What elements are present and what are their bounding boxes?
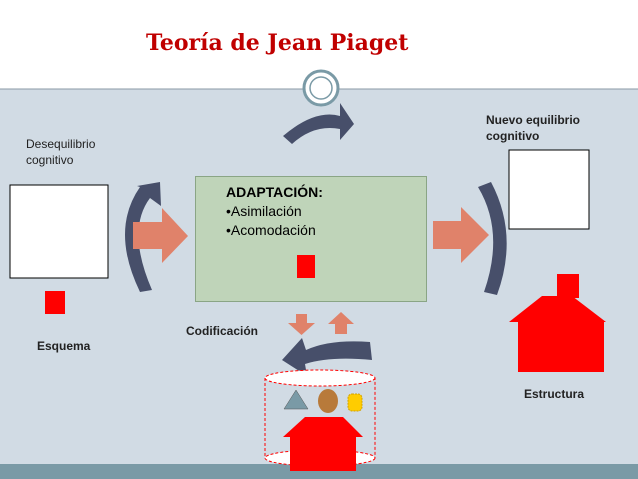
right-curved-arrow <box>478 182 507 295</box>
triangle-shape <box>283 389 309 410</box>
adaptacion-item-acomodacion: •Acomodación <box>226 222 316 238</box>
desequilibrio-box <box>9 184 109 279</box>
slide-title: Teoría de Jean Piaget <box>146 30 409 56</box>
bottom-curved-arrow <box>282 338 372 376</box>
desequilibrio-label: Desequilibrio cognitivo <box>26 136 95 168</box>
cylinder-house-roof <box>283 417 363 437</box>
nuevo-equilibrio-line-2: cognitivo <box>486 129 540 143</box>
codificacion-label: Codificación <box>186 324 259 338</box>
house-roof <box>509 296 606 322</box>
adaptacion-red-square <box>297 255 315 278</box>
nuevo-equilibrio-box <box>508 149 590 230</box>
cylinder-top <box>264 369 376 387</box>
right-orange-arrow <box>433 207 489 263</box>
up-small-arrow <box>328 312 354 334</box>
estructura-label: Estructura <box>524 387 585 401</box>
top-curved-arrow <box>283 103 354 144</box>
adaptacion-box: ADAPTACIÓN: •Asimilación •Acomodación <box>195 176 427 302</box>
cylinder-house-body <box>290 437 356 471</box>
house-chimney <box>557 274 579 298</box>
esquema-square <box>45 291 65 314</box>
left-orange-arrow <box>133 208 188 263</box>
desequilibrio-line-2: cognitivo <box>26 153 74 167</box>
nuevo-equilibrio-line-1: Nuevo equilibrio <box>486 113 581 127</box>
rounded-square-shape <box>347 393 363 412</box>
house-body <box>518 322 604 372</box>
left-curved-arrow <box>125 182 161 292</box>
adaptacion-text: ADAPTACIÓN: •Asimilación •Acomodación <box>226 183 323 240</box>
nuevo-equilibrio-label: Nuevo equilibrio cognitivo <box>486 112 580 144</box>
bottom-strip <box>0 464 638 479</box>
down-small-arrow <box>288 314 315 335</box>
esquema-label: Esquema <box>37 339 91 353</box>
adaptacion-title: ADAPTACIÓN: <box>226 184 323 200</box>
oval-shape <box>318 389 338 413</box>
divider-circle-inner <box>309 76 333 100</box>
adaptacion-item-asimilacion: •Asimilación <box>226 203 302 219</box>
desequilibrio-line-1: Desequilibrio <box>26 137 96 151</box>
